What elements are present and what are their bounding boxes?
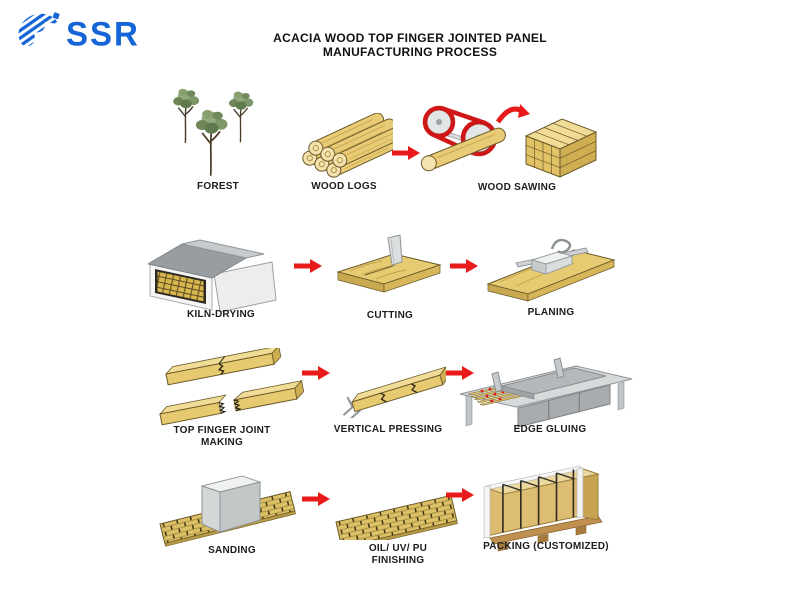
- step-label-wood-logs: WOOD LOGS: [311, 181, 377, 192]
- finger-joint-sticks-icon: [158, 348, 304, 426]
- step-label-vertical-pressing: VERTICAL PRESSING: [333, 424, 443, 435]
- step-label-top-finger-joint-making: TOP FINGER JOINT MAKING: [173, 425, 271, 448]
- arrow-icon: [294, 259, 322, 273]
- curved-arrow-icon: [496, 104, 530, 124]
- arrow-icon: [302, 492, 330, 506]
- page-title: ACACIA WOOD TOP FINGER JOINTED PANEL MAN…: [273, 31, 547, 59]
- wood-logs-icon: [300, 113, 393, 179]
- step-label-planing: PLANING: [527, 307, 575, 318]
- step-label-kiln-drying: KILN-DRYING: [187, 309, 255, 320]
- step-label-oil-uv-pu-finishing: OIL/ UV/ PU FINISHING: [368, 543, 428, 566]
- step-label-packing-customized: PACKING (CUSTOMIZED): [483, 541, 609, 552]
- planing-icon: [486, 238, 616, 302]
- sanding-icon: [159, 475, 296, 547]
- forest-trees-icon: [172, 88, 254, 177]
- kiln-building-icon: [148, 239, 277, 312]
- arrow-icon: [446, 488, 474, 502]
- arrow-icon: [450, 259, 478, 273]
- edge-gluing-machine-icon: [459, 357, 633, 428]
- title-line-1: ACACIA WOOD TOP FINGER JOINTED PANEL: [273, 31, 547, 45]
- finished-panel-icon: [335, 494, 458, 540]
- step-label-sanding: SANDING: [208, 545, 256, 556]
- sawn-lumber-stack-icon: [524, 118, 598, 178]
- packed-pallet-icon: [483, 465, 603, 552]
- step-label-wood-sawing: WOOD SAWING: [477, 182, 557, 193]
- title-line-2: MANUFACTURING PROCESS: [322, 45, 498, 59]
- cutting-board-icon: [336, 234, 442, 293]
- step-label-forest: FOREST: [196, 181, 240, 192]
- logo-text: SSR: [66, 13, 140, 53]
- step-label-cutting: CUTTING: [366, 310, 414, 321]
- wood-sawing-machine-icon: [420, 105, 506, 172]
- arrow-icon: [302, 366, 330, 380]
- logo: SSR: [14, 10, 140, 56]
- vertical-pressing-icon: [342, 366, 446, 418]
- ssr-logo-icon: [18, 12, 60, 47]
- step-label-edge-gluing: EDGE GLUING: [513, 424, 587, 435]
